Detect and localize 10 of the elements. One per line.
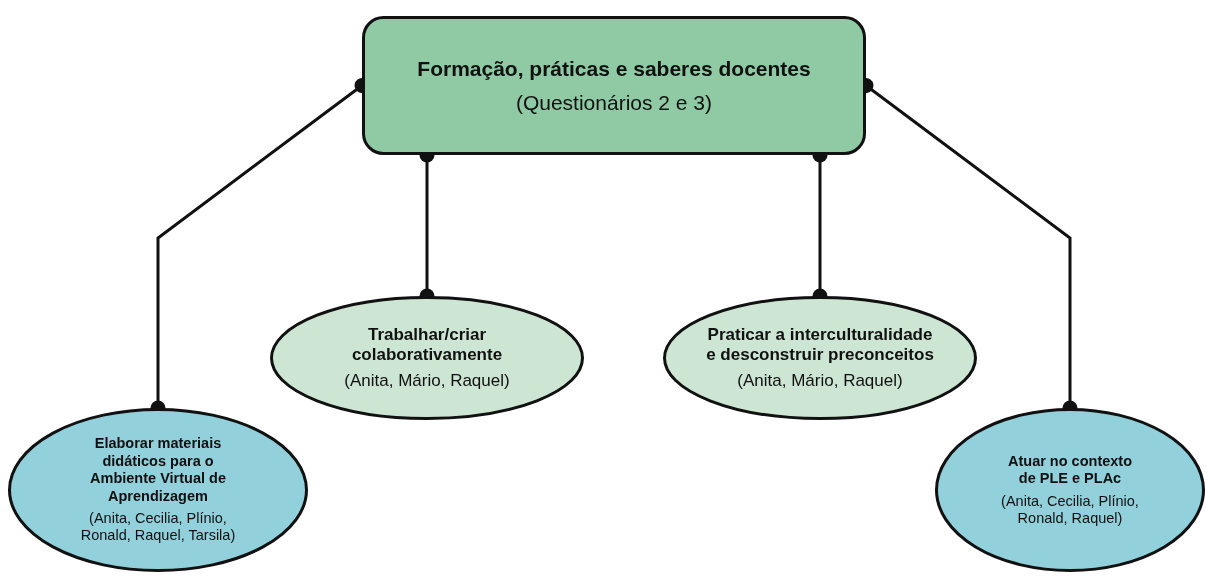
- node-title: Formação, práticas e saberes docentes: [417, 56, 811, 82]
- node-subtitle: (Anita, Cecilia, Plínio, Ronald, Raquel, Tarsila): [79, 509, 237, 545]
- node-title: Atuar no contexto de PLE e PLAc: [1006, 452, 1134, 488]
- node-title: Elaborar materiais didáticos para o Ambiente Virtual de Aprendizagem: [89, 435, 227, 505]
- node-subtitle: (Anita, Mário, Raquel): [737, 370, 903, 392]
- node-title: Trabalhar/criar colaborativamente: [350, 324, 504, 366]
- node-subtitle: (Questionários 2 e 3): [515, 89, 713, 115]
- node-title: Praticar a interculturalidade e desconstruir preconceitos: [705, 324, 935, 366]
- node-subtitle: (Anita, Mário, Raquel): [344, 370, 510, 392]
- node-subtitle: (Anita, Cecilia, Plínio, Ronald, Raquel): [1000, 492, 1140, 528]
